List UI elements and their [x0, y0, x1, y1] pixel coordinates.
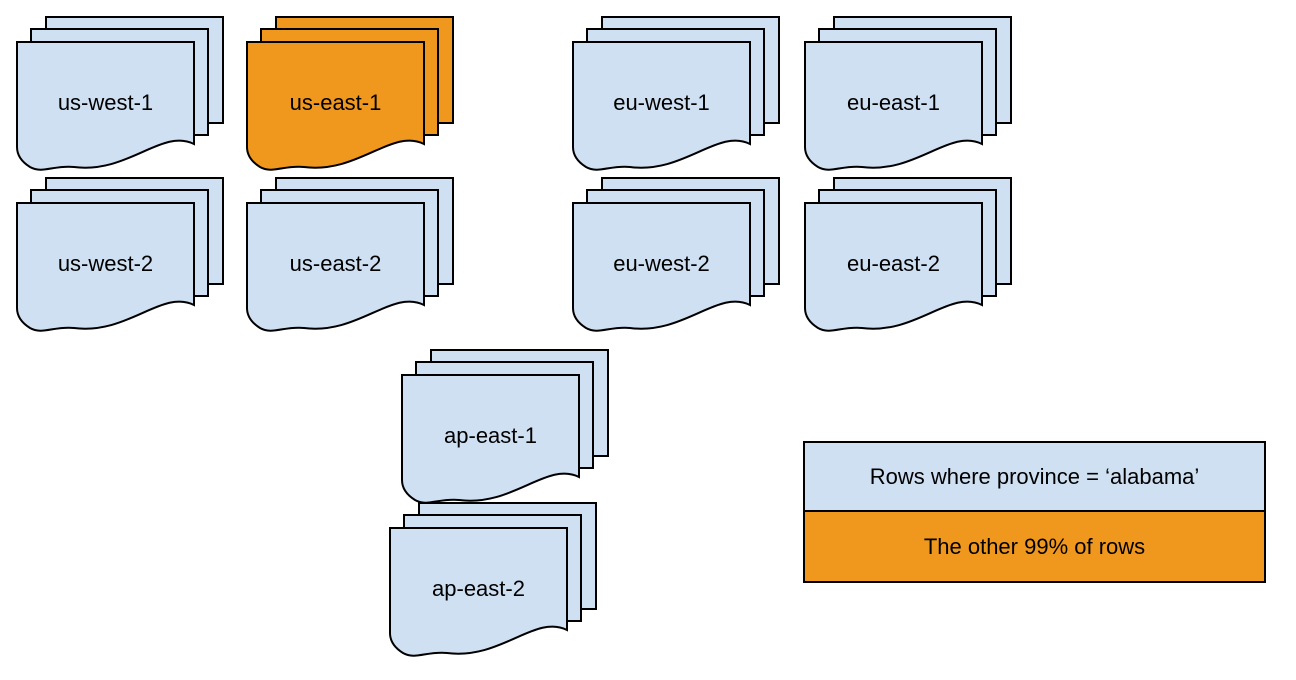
region-label: us-west-2: [57, 251, 154, 276]
region-stack-ap-east-2: ap-east-2: [389, 502, 599, 658]
region-label: eu-east-1: [847, 90, 940, 115]
document-stack-icon: [572, 16, 780, 171]
region-label: ap-east-1: [444, 423, 537, 448]
legend-label: Rows where province = ‘alabama’: [869, 463, 1200, 489]
legend-row-alabama-rows: Rows where province = ‘alabama’: [805, 443, 1264, 512]
legend-label: The other 99% of rows: [923, 533, 1146, 559]
document-stack-icon: [572, 177, 780, 332]
region-stack-us-west-2: us-west-2: [16, 177, 226, 333]
document-stack-icon: [16, 16, 224, 171]
region-stack-eu-west-2: eu-west-2: [572, 177, 782, 333]
region-label: us-east-2: [289, 251, 382, 276]
region-label: us-east-1: [289, 90, 382, 115]
region-stack-us-east-1: us-east-1: [246, 16, 456, 172]
legend: Rows where province = ‘alabama’ The othe…: [803, 441, 1266, 583]
region-label: eu-east-2: [847, 251, 940, 276]
document-stack-icon: [389, 502, 597, 657]
region-stack-eu-east-1: eu-east-1: [804, 16, 1014, 172]
region-stack-eu-east-2: eu-east-2: [804, 177, 1014, 333]
region-stack-eu-west-1: eu-west-1: [572, 16, 782, 172]
document-stack-icon: [246, 177, 454, 332]
region-label: eu-west-1: [613, 90, 710, 115]
region-stack-ap-east-1: ap-east-1: [401, 349, 611, 505]
document-stack-icon: [401, 349, 609, 504]
region-stack-us-west-1: us-west-1: [16, 16, 226, 172]
region-stack-us-east-2: us-east-2: [246, 177, 456, 333]
region-label: ap-east-2: [432, 576, 525, 601]
document-stack-icon: [246, 16, 454, 171]
region-label: us-west-1: [57, 90, 154, 115]
document-stack-icon: [804, 16, 1012, 171]
document-stack-icon: [804, 177, 1012, 332]
region-label: eu-west-2: [613, 251, 710, 276]
legend-row-other-rows: The other 99% of rows: [805, 512, 1264, 581]
document-stack-icon: [16, 177, 224, 332]
